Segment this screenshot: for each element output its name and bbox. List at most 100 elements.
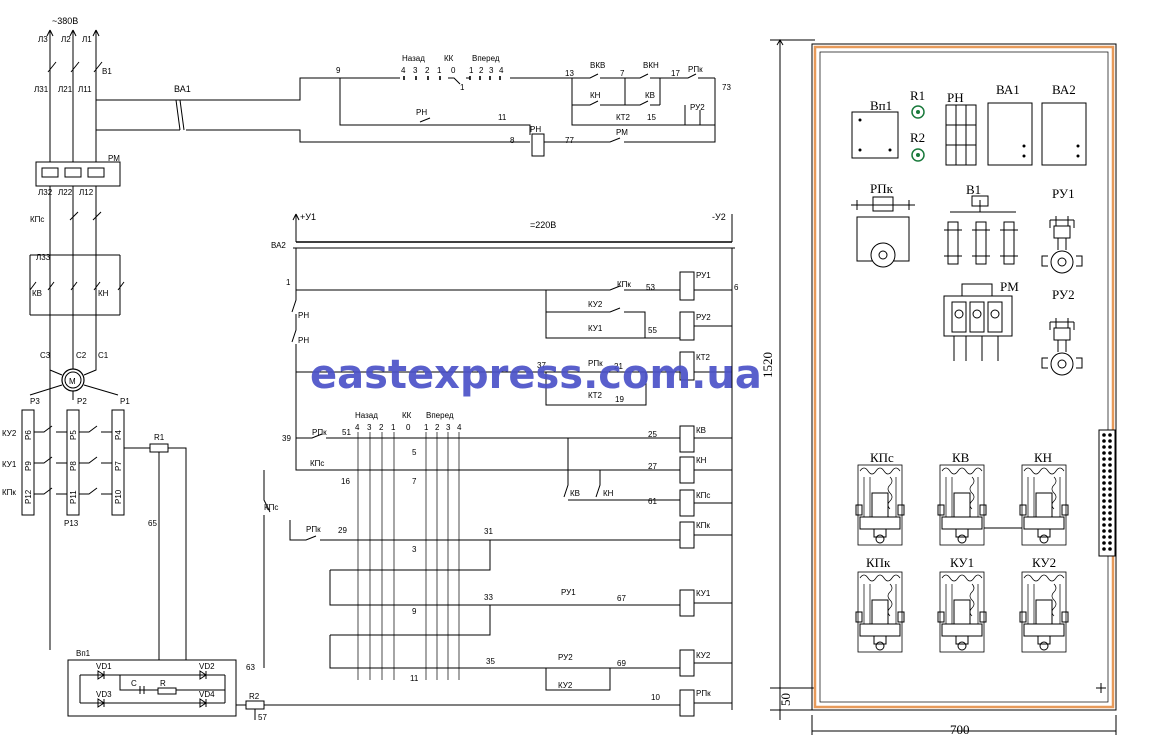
terminal-pin — [1108, 511, 1112, 515]
dc-kps-coil: КПс — [696, 491, 710, 500]
dc-ku2-contact: КУ2 — [558, 681, 573, 690]
p7-label: Р7 — [114, 461, 123, 471]
dc-w51: 51 — [342, 428, 351, 437]
dc-zero: 0 — [406, 423, 411, 432]
terminal-pin — [1108, 523, 1112, 527]
ku1-device — [937, 571, 987, 653]
panel-rm: РМ — [1000, 279, 1019, 294]
dc-rpk-2: РПк — [312, 428, 327, 437]
dc-rn-1: РН — [298, 311, 309, 320]
dc-back-3: 3 — [367, 423, 372, 432]
dc-w19: 19 — [615, 395, 624, 404]
dc-vd2: VD2 — [199, 662, 215, 671]
p4-label: Р4 — [114, 430, 123, 440]
dc-kv-contact: КВ — [570, 489, 580, 498]
ctrl-w9: 9 — [336, 66, 341, 75]
dc-w39: 39 — [282, 434, 291, 443]
ctrl-vpered: Вперед — [472, 54, 500, 63]
kv-contact-label: КВ — [32, 289, 42, 298]
ru2-coil — [679, 311, 695, 341]
r1-resistor — [149, 443, 169, 453]
r2-terminal — [911, 148, 925, 162]
dc-w9: 9 — [412, 607, 417, 616]
terminal-pin — [1108, 517, 1112, 521]
terminal-pin — [1102, 457, 1106, 461]
dc-vd3: VD3 — [96, 690, 112, 699]
ctrl-rn: РН — [416, 108, 427, 117]
dc-w61: 61 — [648, 497, 657, 506]
dc-plus: +У1 — [300, 212, 316, 222]
ctrl-zero: 0 — [451, 66, 456, 75]
ctrl-kn: КН — [590, 91, 601, 100]
c1-label: С1 — [98, 351, 109, 360]
kps-label: КПс — [30, 215, 44, 224]
dc-ku2-coil: КУ2 — [696, 651, 711, 660]
terminal-pin — [1102, 529, 1106, 533]
b1-device — [944, 195, 1018, 265]
dc-kn-contact: КН — [603, 489, 614, 498]
kpk-device — [855, 571, 905, 653]
ctrl-pos-1-small: 1 — [460, 83, 465, 92]
ctrl-w13: 13 — [565, 69, 574, 78]
dc-w57: 57 — [258, 713, 267, 722]
terminal-pin — [1102, 547, 1106, 551]
ctrl-ru2: РУ2 — [690, 103, 705, 112]
panel-ba2: ВА2 — [1052, 82, 1076, 97]
p2-label: Р2 — [77, 397, 87, 406]
phase-l3-label: Л3 — [38, 35, 48, 44]
panel-b1: В1 — [966, 182, 981, 197]
dc-kv-coil: КВ — [696, 426, 706, 435]
l32-label: Л32 — [38, 188, 53, 197]
ctrl-w15: 15 — [647, 113, 656, 122]
dc-kn-coil: КН — [696, 456, 707, 465]
dc-back-2: 2 — [379, 423, 384, 432]
ctrl-w7: 7 — [620, 69, 625, 78]
terminal-pin — [1102, 463, 1106, 467]
ctrl-nazad: Назад — [402, 54, 425, 63]
dc-fwd-2: 2 — [435, 423, 440, 432]
panel-ku2: КУ2 — [1032, 555, 1056, 570]
panel-dim-width: 700 — [950, 722, 970, 737]
ctrl-kv: КВ — [645, 91, 655, 100]
ac-control-circuit: 9 Назад КК Вперед 4 3 2 1 0 1 2 3 4 1 РН… — [180, 54, 731, 157]
terminal-pin — [1108, 481, 1112, 485]
dc-kps-2: КПс — [264, 503, 278, 512]
ctrl-w77: 77 — [565, 136, 574, 145]
ctrl-kt2: КТ2 — [616, 113, 631, 122]
p12-label: Р12 — [24, 489, 33, 504]
w65-label: 65 — [148, 519, 157, 528]
panel-rpk: РПк — [870, 181, 894, 196]
terminal-pin — [1108, 469, 1112, 473]
dc-rpk-coil: РПк — [696, 689, 711, 698]
dc-vd1: VD1 — [96, 662, 112, 671]
kpk-coil — [679, 521, 695, 549]
kps-device — [855, 464, 905, 546]
ctrl-rpk: РПк — [688, 65, 703, 74]
dc-w7: 7 — [412, 477, 417, 486]
dc-control-circuit: +У1 =220В -У2 ВА2 1 РН РН КПк 53 РУ1 6 К… — [67, 212, 739, 722]
terminal-pin — [1102, 487, 1106, 491]
r1-label: R1 — [154, 433, 165, 442]
r13-label: Р13 — [64, 519, 79, 528]
dc-ru2-contact: РУ2 — [558, 653, 573, 662]
dc-w55: 55 — [648, 326, 657, 335]
ctrl-fwd-2: 2 — [479, 66, 484, 75]
ctrl-w17: 17 — [671, 69, 680, 78]
dc-ru1: РУ1 — [696, 271, 711, 280]
ctrl-back-1: 1 — [437, 66, 442, 75]
ctrl-back-3: 3 — [413, 66, 418, 75]
panel-rn: РН — [947, 90, 964, 105]
panel-outer — [811, 43, 1117, 711]
kn-contact-label: КН — [98, 289, 109, 298]
terminal-pin — [1108, 541, 1112, 545]
terminal-pin — [1102, 433, 1106, 437]
vp1-block — [67, 659, 237, 717]
kv-device — [937, 464, 987, 546]
dc-rpk: РПк — [588, 359, 603, 368]
p8-label: Р8 — [69, 461, 78, 471]
r2-resistor — [245, 700, 265, 710]
ku2-device — [1019, 571, 1069, 653]
l31-label: Л31 — [34, 85, 49, 94]
p9-label: Р9 — [24, 461, 33, 471]
dc-back-4: 4 — [355, 423, 360, 432]
